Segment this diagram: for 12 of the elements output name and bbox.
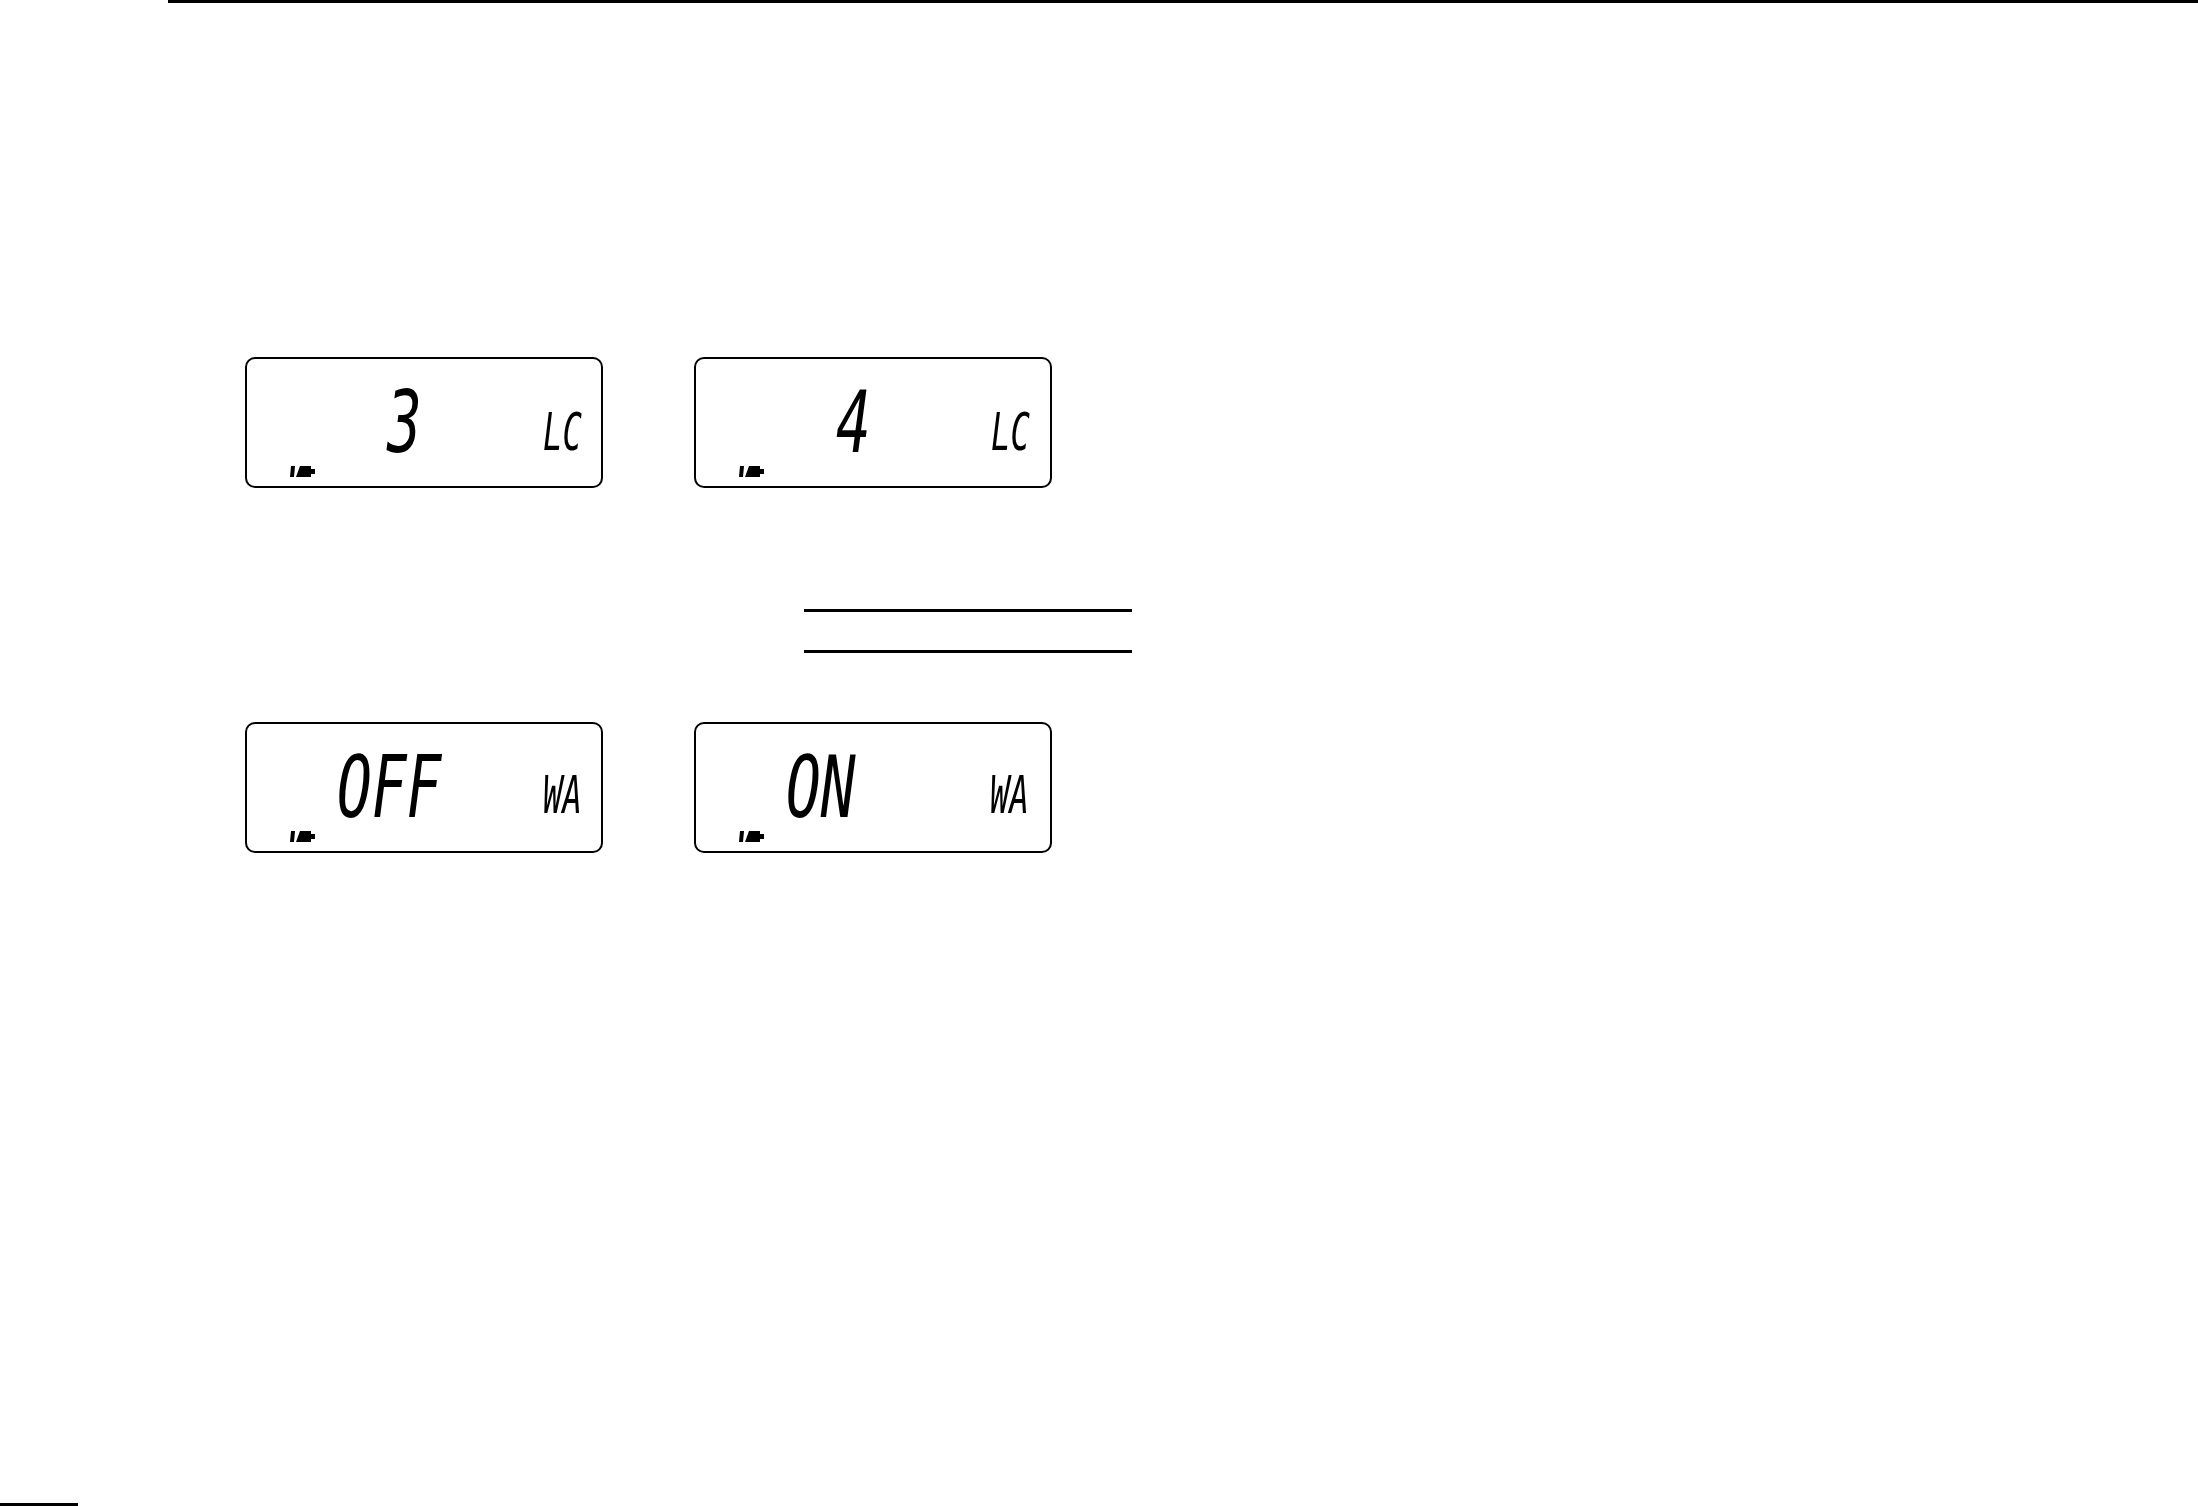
mode-indicator: LC [543, 406, 582, 458]
display-readout: 4 [836, 380, 871, 465]
lcd-display [694, 722, 1052, 853]
display-readout: OFF [337, 745, 442, 830]
lcd-display [694, 357, 1052, 488]
lcd-display [245, 722, 603, 853]
display-readout: ON [786, 745, 856, 830]
mode-indicator: WA [543, 769, 582, 821]
mode-indicator: WA [990, 769, 1029, 821]
mode-indicator: LC [991, 406, 1030, 458]
display-readout: 3 [387, 380, 422, 465]
lcd-display [245, 357, 603, 488]
